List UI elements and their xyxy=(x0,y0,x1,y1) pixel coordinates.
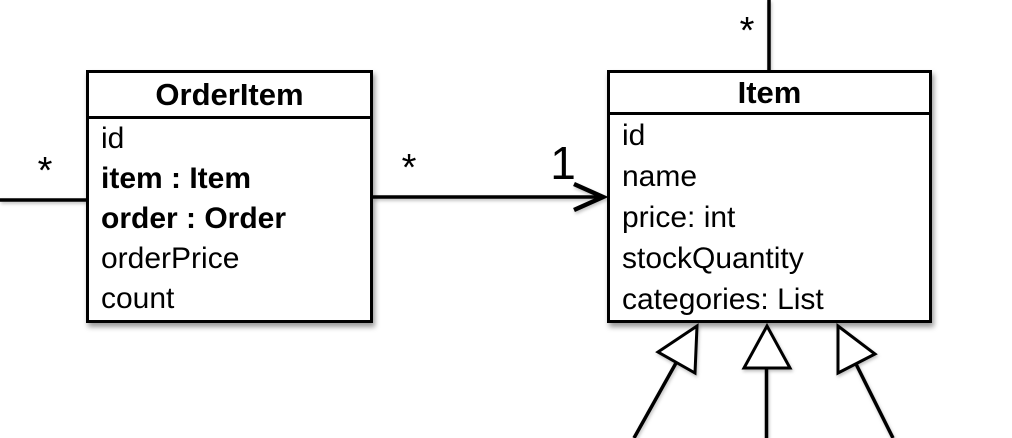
multiplicity-label-association-source: * xyxy=(401,147,417,189)
class-attributes-item: id name price: int stockQuantity categor… xyxy=(610,115,929,320)
attribute-row: name xyxy=(622,160,698,193)
attribute-row: count xyxy=(101,282,175,315)
attribute-row: categories: List xyxy=(622,283,824,316)
attribute-row: price: int xyxy=(622,201,736,234)
class-attributes-orderitem: id item : Item order : Order orderPrice … xyxy=(89,119,370,319)
class-box-item: Item id name price: int stockQuantity ca… xyxy=(607,70,932,323)
multiplicity-label-left-edge: * xyxy=(37,150,53,192)
class-title-orderitem: OrderItem xyxy=(89,73,370,119)
inheritance-line-left xyxy=(632,362,678,438)
association-arrowhead-icon xyxy=(573,181,609,213)
attribute-row: order : Order xyxy=(101,202,287,235)
attribute-row: id xyxy=(101,122,125,155)
attribute-row: stockQuantity xyxy=(622,242,804,275)
attribute-row: id xyxy=(622,119,646,152)
inheritance-triangle-right-icon xyxy=(836,322,878,376)
inheritance-triangle-left-icon xyxy=(655,323,699,376)
class-box-orderitem: OrderItem id item : Item order : Order o… xyxy=(86,70,373,323)
inheritance-line-right xyxy=(854,363,895,438)
attribute-row: item : Item xyxy=(101,162,252,195)
class-title-item: Item xyxy=(610,73,929,115)
multiplicity-label-item-top: * xyxy=(739,10,755,52)
inheritance-triangle-middle-icon xyxy=(741,322,793,370)
multiplicity-label-association-target: 1 xyxy=(550,137,576,189)
attribute-row: orderPrice xyxy=(101,242,240,275)
